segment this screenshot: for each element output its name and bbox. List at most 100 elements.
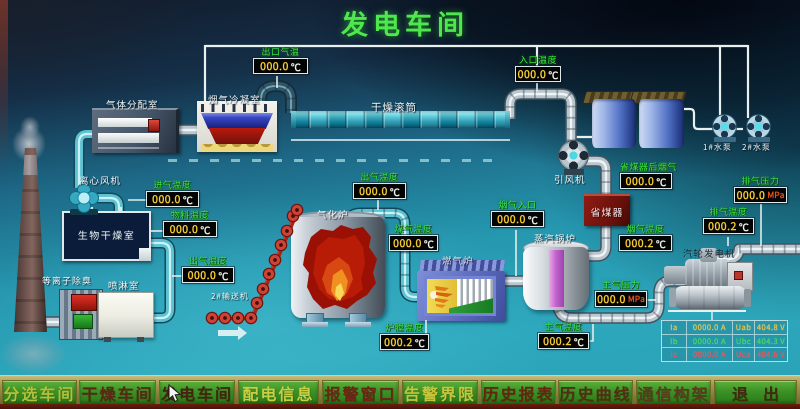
readout-value: 000.2 <box>384 334 413 350</box>
readout-display: 000.0℃ <box>182 267 234 283</box>
nav-button-exit[interactable]: 退出 <box>714 380 797 405</box>
readout-label: 物料温度 <box>170 208 209 221</box>
conveyor-wheel <box>274 238 288 252</box>
nav-button-label: 通信构架 <box>637 380 710 405</box>
readout-display: 000.0℃ <box>353 183 406 199</box>
shape-circle <box>285 229 289 233</box>
generator-table-cell: Uab <box>732 321 754 334</box>
label-drying-drum: 干燥滚筒 <box>371 100 417 115</box>
label-centrifugal-fan: 离心风机 <box>79 173 122 187</box>
readout-label: 烟气温度 <box>626 222 665 235</box>
nav-button-label: 告警界限 <box>403 380 476 405</box>
generator-table: Ia 0000.0 A Uab 404.8 V Ib 0000.0 A Ubc … <box>661 320 788 362</box>
nav-button-label: 配电信息 <box>242 380 315 405</box>
generator-table-cell: Ia <box>670 321 678 333</box>
readout-unit: ℃ <box>182 191 193 207</box>
nav-button-sorting-workshop[interactable]: 分选车间 <box>2 380 77 405</box>
readout-value: 000.0 <box>625 173 655 189</box>
readout-unit: ℃ <box>655 235 666 251</box>
shape-polygon <box>168 384 181 403</box>
label-plasma-deodorizer: 等离子除臭 <box>42 274 93 287</box>
label-gas-distribution-room: 气体分配室 <box>106 97 159 111</box>
readout-value: 000.0 <box>736 187 766 203</box>
generator-table-cell: 0000.0 A <box>686 348 732 362</box>
generator-table-cell: 404.3 V <box>754 334 787 348</box>
generator-table-cell: Uca <box>732 348 754 362</box>
nav-button-alarm-window[interactable]: 报警窗口 <box>322 380 399 405</box>
readout-unit: ℃ <box>200 221 211 237</box>
readout-unit: MPa <box>767 189 785 201</box>
shape-circle <box>255 301 259 305</box>
nav-button-label: 退出 <box>731 380 794 405</box>
readout-display: 000.0℃ <box>515 66 561 82</box>
readout-label: 出气温度 <box>360 170 399 183</box>
label-flue-gas-condenser: 烟气冷凝室 <box>208 92 261 106</box>
readout-label: 主气压力 <box>601 278 640 291</box>
readout-syngas-temp: 煤气温度 000.0℃ <box>389 223 438 251</box>
conveyor-wheel <box>244 311 258 325</box>
readout-outlet-gas-temp: 出口气温 000.0℃ <box>253 46 308 74</box>
readout-value: 000.0 <box>497 211 526 227</box>
readout-unit: ℃ <box>389 183 400 199</box>
readout-display: 000.0℃ <box>389 235 438 251</box>
label-water-pump-2: 2#水泵 <box>742 142 771 153</box>
readout-label: 烟气入口 <box>498 198 537 211</box>
readout-display: 000.0℃ <box>491 211 544 227</box>
bottom-nav-bar: 分选车间 干燥车间 发电车间 配电信息 报警窗口 告警界限 历史报表 历史曲线 … <box>0 375 800 405</box>
readout-intake-air-temp: 进气温度 000.0℃ <box>146 179 199 207</box>
readout-value: 000.0 <box>517 66 547 82</box>
nav-button-label: 历史报表 <box>482 380 555 405</box>
nav-button-label: 报警窗口 <box>324 380 397 405</box>
generator-table-cell: 0000.0 A <box>686 321 732 334</box>
shape-circle <box>249 316 253 320</box>
nav-button-drying-workshop[interactable]: 干燥车间 <box>79 380 156 405</box>
readout-display: 000.2℃ <box>703 218 754 234</box>
readout-display: 000.0℃ <box>253 58 308 74</box>
readout-unit: ℃ <box>423 235 434 251</box>
shape-circle <box>77 191 91 205</box>
conveyor-wheel <box>256 282 270 296</box>
turbine-base <box>668 310 746 320</box>
readout-display: 000.0℃ <box>146 191 199 207</box>
generator-table-cell: Ubc <box>732 334 754 348</box>
readout-gasifier-out-temp: 出气温度 000.0℃ <box>353 171 406 199</box>
readout-unit: ℃ <box>218 267 229 283</box>
readout-after-economizer-temp: 省煤器后烟气 000.0℃ <box>620 161 677 189</box>
readout-display: 000.2℃ <box>619 235 672 251</box>
readout-unit: ℃ <box>548 66 559 82</box>
conveyor-wheel <box>290 203 304 217</box>
nav-button-alarm-limits[interactable]: 告警界限 <box>402 380 478 405</box>
readout-value: 000.2 <box>543 333 572 349</box>
nav-button-history-curve[interactable]: 历史曲线 <box>558 380 633 405</box>
readout-value: 000.0 <box>187 267 217 283</box>
nav-button-history-report[interactable]: 历史报表 <box>481 380 556 405</box>
readout-value: 000.0 <box>359 183 388 199</box>
readout-label: 出口气温 <box>261 45 300 58</box>
label-water-pump-1: 1#水泵 <box>703 142 732 153</box>
readout-out-air-temp: 出气温度 000.0℃ <box>182 255 234 283</box>
readout-label: 煤气温度 <box>394 222 433 235</box>
nav-button-label: 分选车间 <box>3 380 76 405</box>
nav-button-label: 干燥车间 <box>81 380 154 405</box>
readout-display: 000.0℃ <box>620 173 672 189</box>
label-steam-boiler: 蒸汽锅炉 <box>534 231 577 245</box>
readout-label: 进气温度 <box>153 178 192 191</box>
readout-label: 入口温度 <box>518 53 557 66</box>
nav-button-comm-structure[interactable]: 通信构架 <box>636 380 711 405</box>
flow-arrow <box>218 326 247 340</box>
conveyor-wheel <box>218 311 232 325</box>
shape-circle <box>273 258 277 262</box>
generator-table-row: Ia 0000.0 A Uab 404.8 V <box>662 321 787 334</box>
nav-button-distribution-info[interactable]: 配电信息 <box>238 380 319 405</box>
shape-circle <box>223 316 227 320</box>
readout-material-temp: 物料温度 000.0℃ <box>163 209 217 237</box>
shape-circle <box>279 243 283 247</box>
readout-display: 000.2℃ <box>538 333 589 349</box>
shape-circle <box>236 316 240 320</box>
label-induced-draft-fan: 引风机 <box>554 172 586 186</box>
label-conveyor-2: 2#输送机 <box>211 291 249 302</box>
